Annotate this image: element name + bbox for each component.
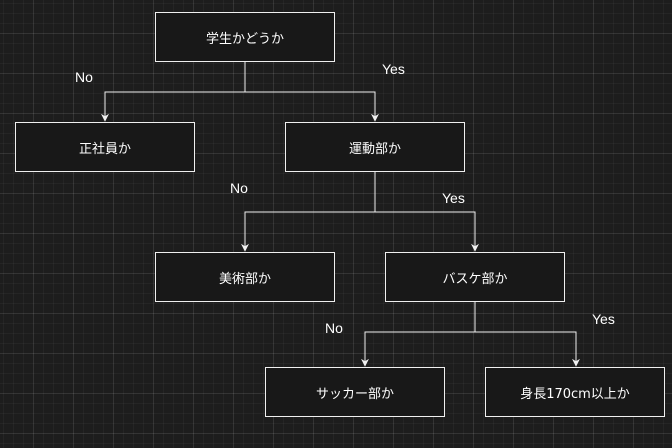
connector-student-to-employee — [101, 62, 246, 122]
edge-label-student-no: No — [75, 69, 93, 85]
node-athletic-club[interactable]: 運動部か — [285, 122, 465, 172]
connector-basketball-to-soccer — [361, 302, 476, 367]
node-soccer-club[interactable]: サッカー部か — [265, 367, 445, 417]
node-student[interactable]: 学生かどうか — [155, 12, 335, 62]
edge-label-basketball-yes: Yes — [592, 311, 615, 327]
connector-athletic-to-basketball — [375, 211, 479, 252]
node-basketball-club[interactable]: バスケ部か — [385, 252, 565, 302]
connector-student-to-athletic — [245, 91, 379, 122]
node-art-club[interactable]: 美術部か — [155, 252, 335, 302]
edge-label-student-yes: Yes — [382, 61, 405, 77]
node-employee[interactable]: 正社員か — [15, 122, 195, 172]
connector-athletic-to-art — [241, 172, 376, 252]
edge-label-athletic-yes: Yes — [442, 190, 465, 206]
edge-label-athletic-no: No — [230, 180, 248, 196]
edge-label-basketball-no: No — [325, 320, 343, 336]
connector-basketball-to-height — [475, 331, 580, 367]
node-height[interactable]: 身長170cm以上か — [485, 367, 665, 417]
